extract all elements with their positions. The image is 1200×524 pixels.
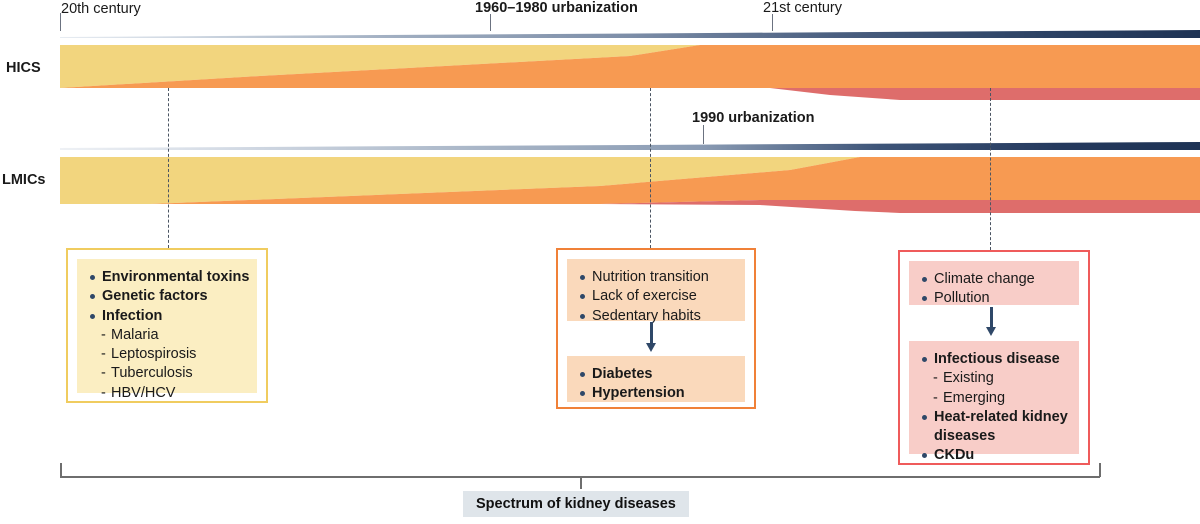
era-label-1960-1980-urbanization: 1960–1980 urbanization bbox=[475, 0, 638, 16]
hics-trend-line bbox=[60, 30, 1200, 38]
row-label-hics: HICS bbox=[6, 60, 41, 76]
box-early-drivers: Environmental toxins Genetic factors Inf… bbox=[66, 248, 268, 403]
list-item: Genetic factors bbox=[87, 287, 247, 306]
spectrum-bracket-line bbox=[60, 476, 1100, 478]
list-item: Heat-related kidney bbox=[919, 408, 1069, 427]
modern-outcomes-panel: Infectious disease Existing Emerging Hea… bbox=[909, 341, 1079, 463]
spectrum-of-kidney-diseases-label: Spectrum of kidney diseases bbox=[463, 491, 689, 517]
list-item: Sedentary habits bbox=[577, 307, 735, 326]
era-tick-20th-century bbox=[60, 13, 61, 31]
list-item: Diabetes bbox=[577, 365, 735, 384]
hics-band-red bbox=[770, 88, 1200, 100]
lifestyle-outcomes-panel: Diabetes Hypertension bbox=[567, 356, 745, 402]
lifestyle-causes-panel: Nutrition transition Lack of exercise Se… bbox=[567, 259, 745, 324]
list-item: Malaria bbox=[87, 326, 247, 346]
modern-arrow-shaft bbox=[990, 307, 993, 328]
lmics-band-red bbox=[600, 200, 1200, 213]
era-tick-1960-1980-urbanization bbox=[490, 14, 491, 31]
lifestyle-outcomes-list: Diabetes Hypertension bbox=[577, 365, 735, 404]
lifestyle-causes-list: Nutrition transition Lack of exercise Se… bbox=[577, 268, 735, 326]
list-item: Leptospirosis bbox=[87, 345, 247, 365]
list-item: Infectious disease bbox=[919, 350, 1069, 369]
list-item: Environmental toxins bbox=[87, 268, 249, 287]
lmics-trend-line bbox=[60, 142, 1200, 150]
list-item: CKDu bbox=[919, 446, 1069, 465]
list-item: Tuberculosis bbox=[87, 364, 247, 384]
spectrum-bracket-left-tick bbox=[60, 463, 62, 477]
lmics-band-yellow bbox=[60, 157, 1200, 204]
era-label-1990-urbanization: 1990 urbanization bbox=[692, 110, 815, 126]
modern-arrow-head bbox=[986, 327, 996, 336]
spectrum-bracket-center-tick bbox=[580, 477, 582, 489]
hics-band-orange bbox=[60, 45, 1200, 88]
list-item: Climate change bbox=[919, 270, 1069, 289]
list-item: Lack of exercise bbox=[577, 287, 735, 306]
early-drivers-panel: Environmental toxins Genetic factors Inf… bbox=[77, 259, 257, 403]
hics-band-yellow bbox=[60, 45, 1200, 88]
connector-early-drivers bbox=[168, 88, 169, 248]
connector-modern-drivers bbox=[990, 88, 991, 250]
box-lifestyle-drivers: Nutrition transition Lack of exercise Se… bbox=[556, 248, 756, 409]
row-label-lmics: LMICs bbox=[2, 172, 46, 188]
list-item: Nutrition transition bbox=[577, 268, 735, 287]
connector-lifestyle-drivers bbox=[650, 88, 651, 248]
era-tick-21st-century bbox=[772, 14, 773, 31]
list-item: Pollution bbox=[919, 289, 1069, 308]
list-item: Emerging bbox=[919, 389, 1069, 409]
lifestyle-arrow-shaft bbox=[650, 322, 653, 344]
list-item: Hypertension bbox=[577, 384, 735, 403]
modern-causes-panel: Climate change Pollution bbox=[909, 261, 1079, 306]
lifestyle-arrow-head bbox=[646, 343, 656, 352]
early-drivers-list: Environmental toxins Genetic factors Inf… bbox=[87, 268, 249, 404]
box-modern-drivers: Climate change Pollution Infectious dise… bbox=[898, 250, 1090, 465]
list-item: Existing bbox=[919, 369, 1069, 389]
modern-outcomes-list: Infectious disease Existing Emerging Hea… bbox=[919, 350, 1069, 466]
era-tick-1990-urbanization bbox=[703, 125, 704, 144]
era-label-21st-century: 21st century bbox=[763, 0, 842, 16]
list-item: diseases bbox=[934, 428, 996, 445]
list-item: HBV/HCV bbox=[87, 384, 247, 404]
modern-causes-list: Climate change Pollution bbox=[919, 270, 1069, 309]
spectrum-bracket-right-tick bbox=[1099, 463, 1101, 477]
era-label-20th-century: 20th century bbox=[61, 1, 141, 17]
lmics-band-orange bbox=[60, 157, 1200, 204]
list-item: Infection bbox=[87, 307, 247, 326]
